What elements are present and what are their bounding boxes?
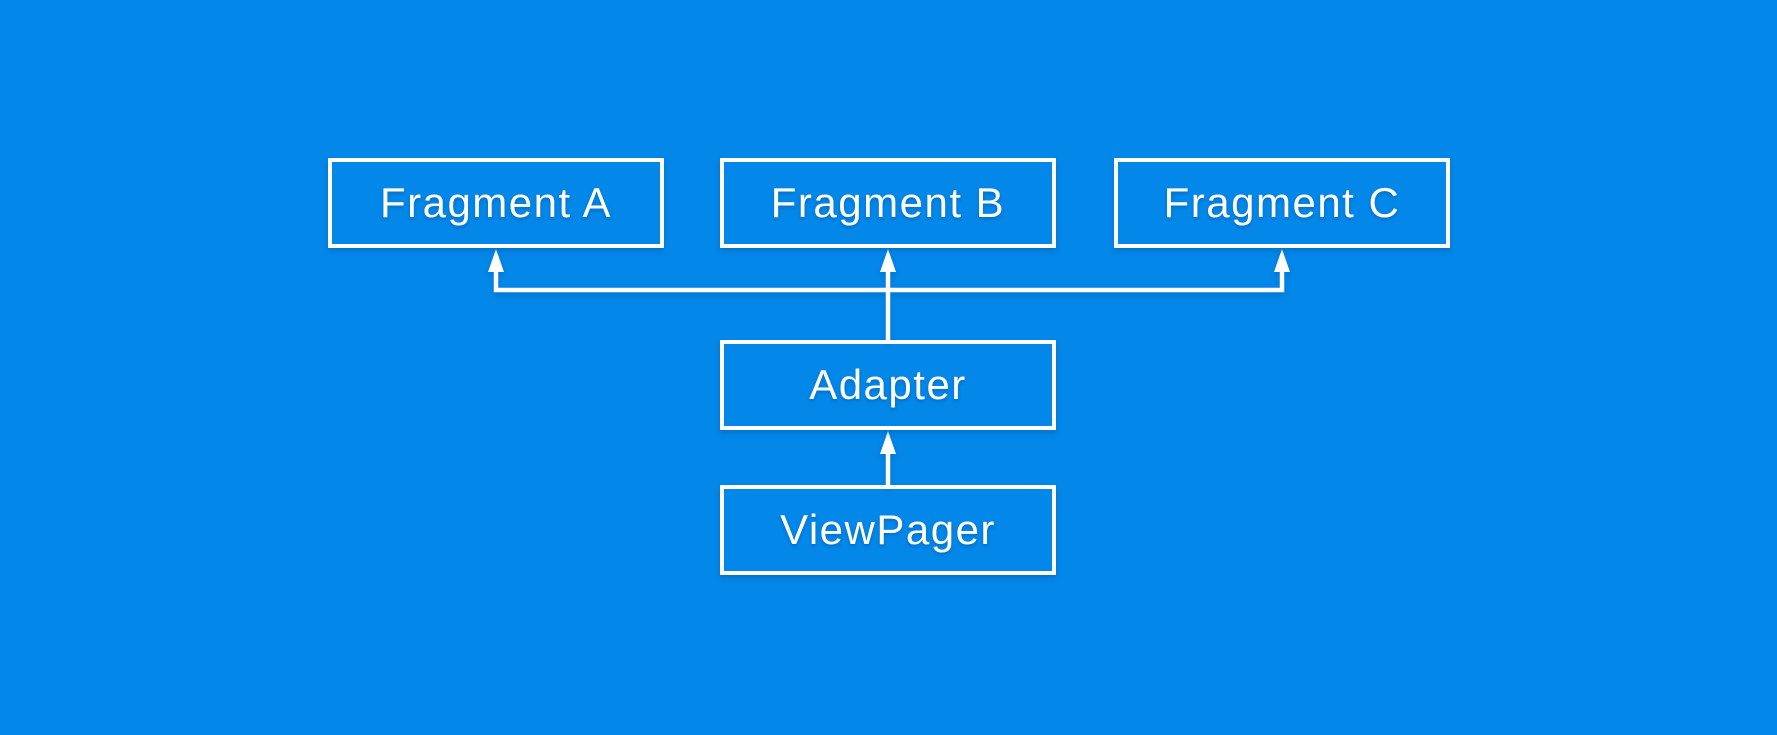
node-fragment-b-label: Fragment B (770, 179, 1006, 226)
node-fragment-a: Fragment A (328, 158, 664, 248)
node-viewpager-label: ViewPager (780, 506, 996, 553)
arrowhead-to-fragment-a (488, 249, 504, 272)
node-adapter: Adapter (720, 340, 1056, 430)
edge-adapter-to-fragments-rail (493, 269, 1285, 293)
arrowhead-to-fragment-b (880, 249, 896, 272)
node-fragment-a-label: Fragment A (379, 179, 613, 226)
node-adapter-label: Adapter (809, 361, 967, 408)
node-fragment-c-label: Fragment C (1163, 179, 1401, 226)
arrowhead-to-fragment-c (1274, 249, 1290, 272)
node-fragment-c: Fragment C (1114, 158, 1450, 248)
node-viewpager: ViewPager (720, 485, 1056, 575)
arrowhead-to-adapter (880, 431, 896, 454)
node-fragment-b: Fragment B (720, 158, 1056, 248)
